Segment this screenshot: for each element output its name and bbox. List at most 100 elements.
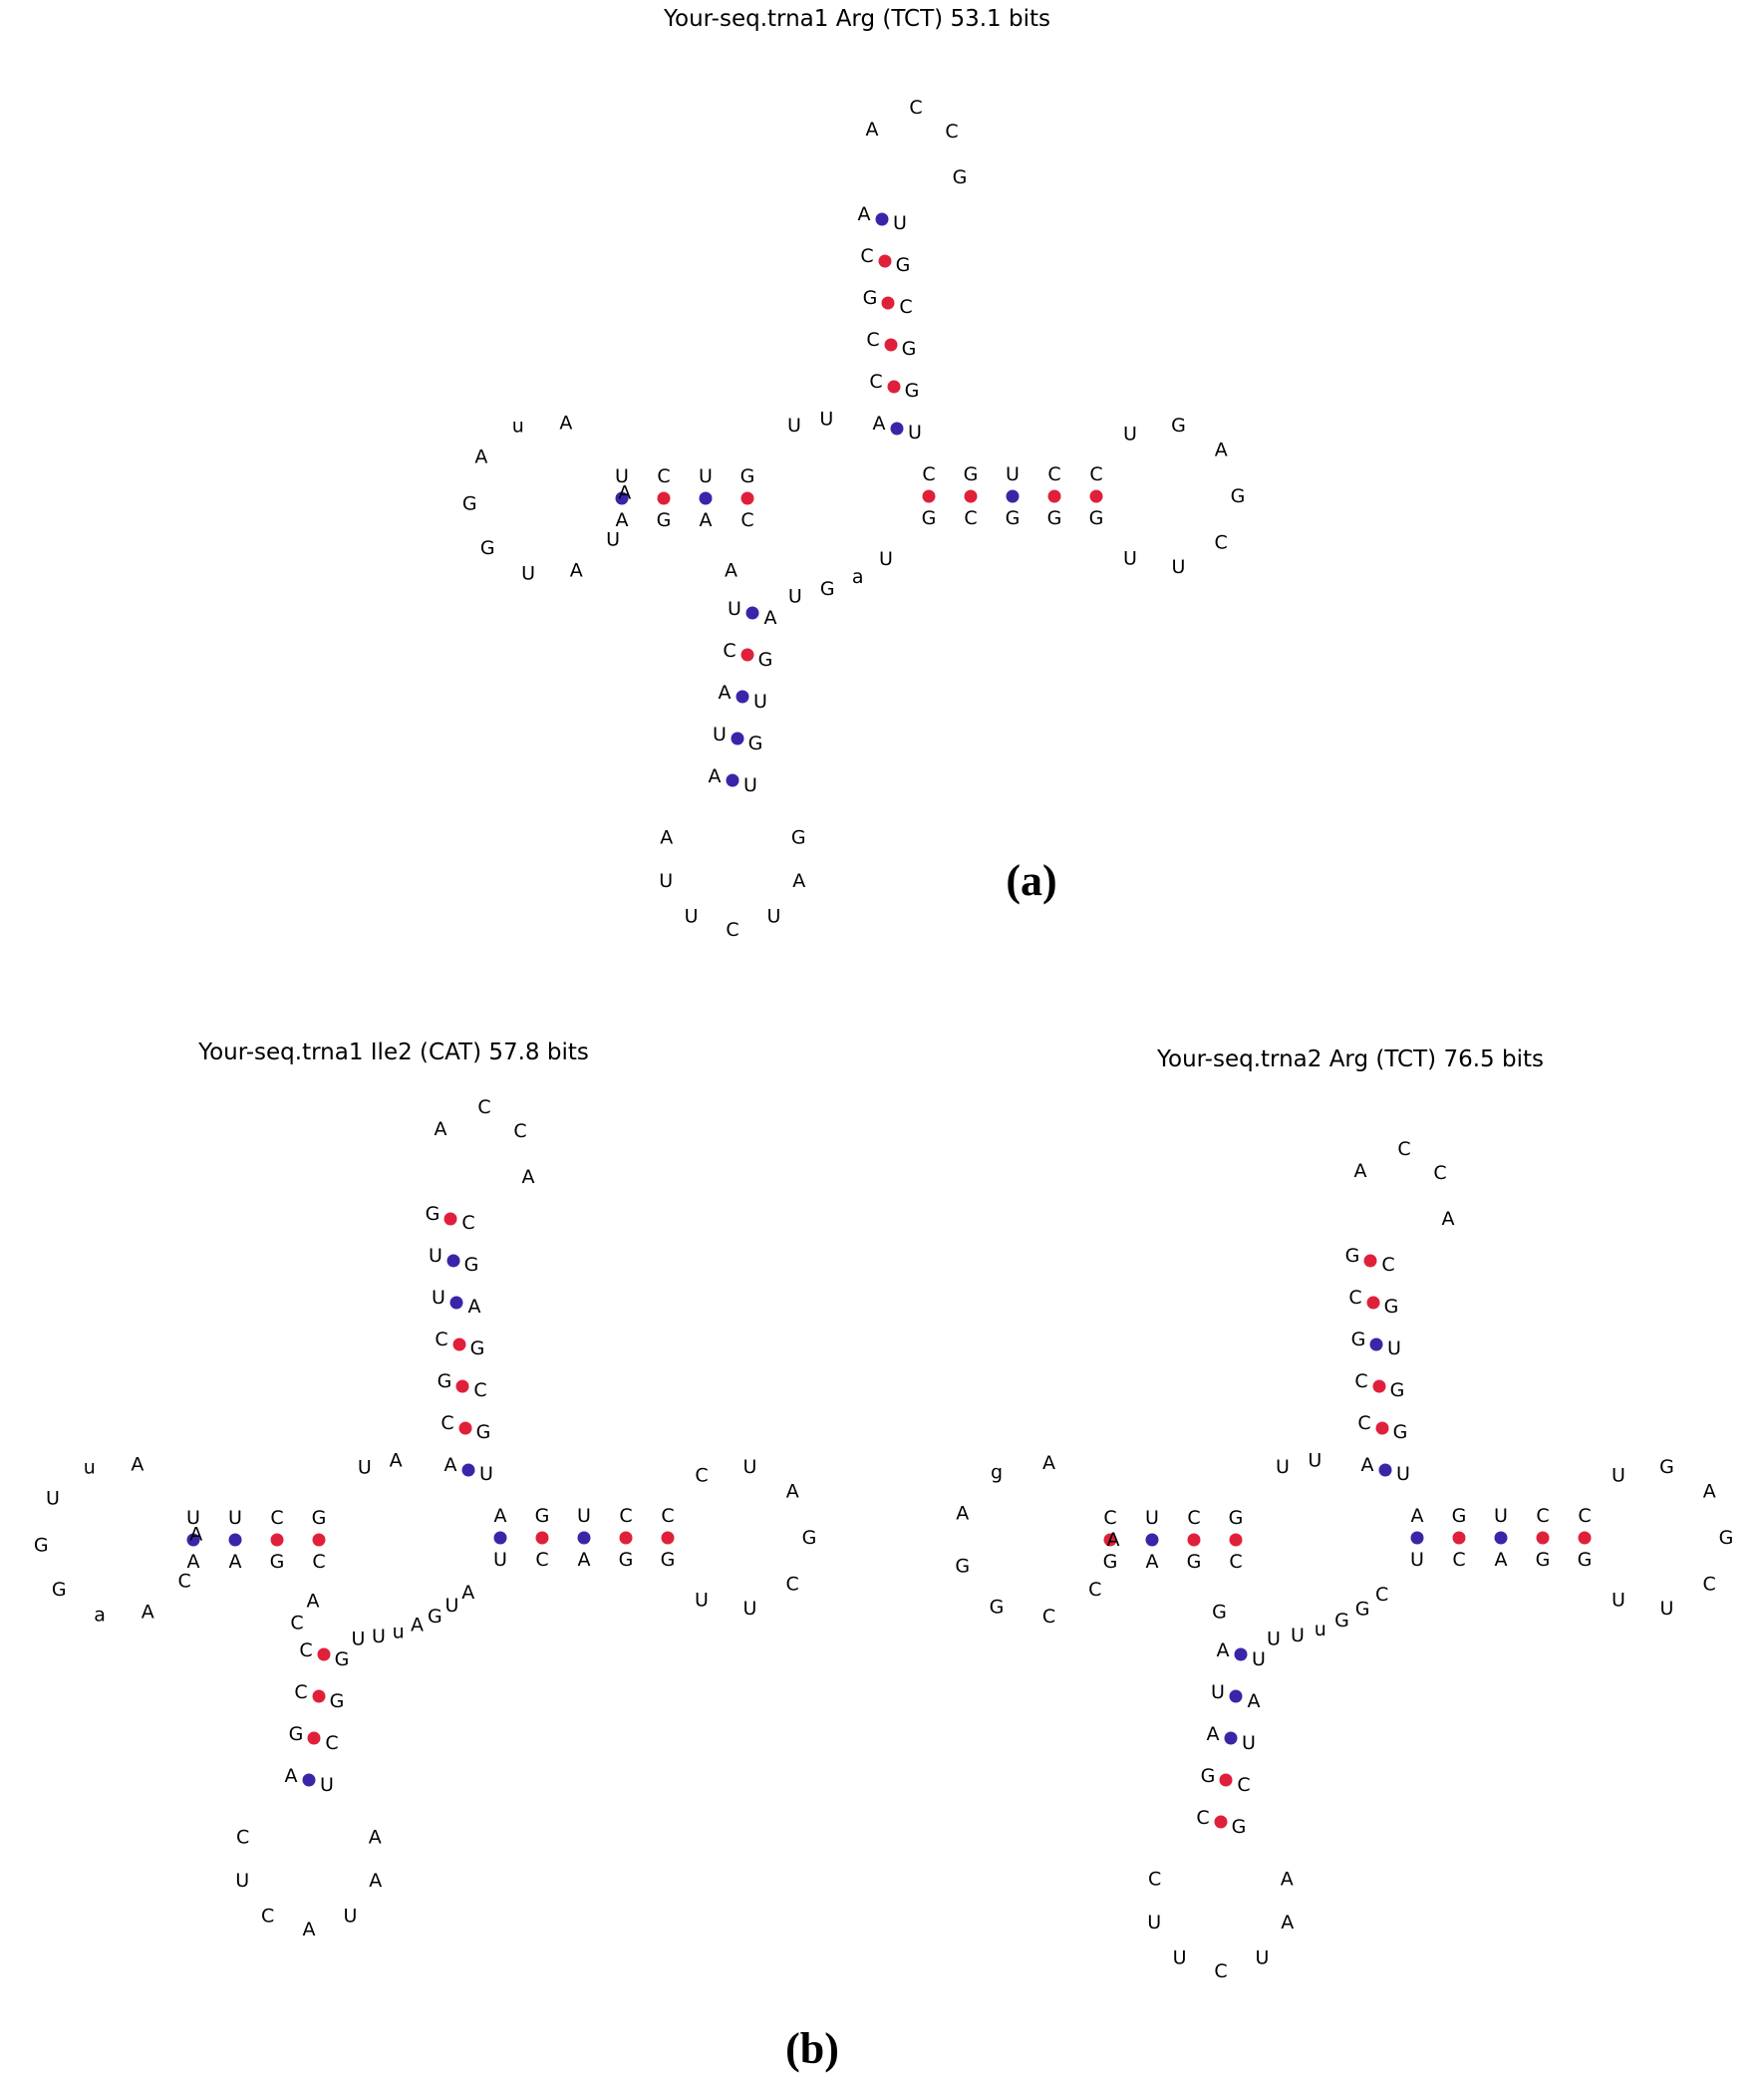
d-loop-base: U [606,528,620,550]
t-loop-base: G [1719,1527,1734,1549]
t-stem-base-bottom: G [1047,507,1062,529]
base-pair-dot [964,489,978,503]
d-loop-base: A [474,446,487,468]
t-stem-base-bottom: G [661,1549,676,1571]
anticodon-stem-base-3: A [1248,1690,1261,1712]
anticodon-stem-base-3: U [743,774,757,796]
anticodon-loop-base: A [792,870,805,892]
acceptor-tail-base: C [1397,1138,1410,1160]
base-pair-dot [458,1421,472,1435]
anticodon-stem-base-3: U [753,691,767,713]
anticodon-stem-base-5: A [719,682,732,704]
d-stem-base-top: C [657,465,670,487]
variable-loop-base: G [1334,1610,1349,1632]
variable-loop-base: U [1291,1625,1305,1646]
anticodon-loop-base: G [791,827,806,849]
acceptor-tail-base: C [945,121,958,143]
d-loop-base: G [480,537,495,559]
anticodon-stem-base-5: G [289,1723,304,1745]
panel-label: (a) [1006,856,1056,905]
base-pair-dot [731,732,744,745]
base-pair-dot [1187,1533,1201,1547]
panel-title: Your-seq.trna2 Arg (TCT) 76.5 bits [1156,1046,1544,1072]
base-pair-dot [493,1531,507,1545]
junction-base: U [1308,1450,1322,1472]
anticodon-stem-base-3: G [758,649,773,671]
base-pair-dot [1363,1254,1377,1268]
anticodon-loop-base: U [1173,1947,1187,1969]
d-stem-base-top: C [1187,1507,1200,1529]
t-stem-base-top: G [1452,1505,1467,1527]
base-pair-dot [1410,1531,1424,1545]
d-loop-base: C [1088,1579,1101,1601]
base-pair-dot [1229,1689,1243,1703]
base-pair-dot [302,1773,316,1787]
base-pair-dot [1234,1647,1248,1661]
anticodon-loop-base: U [685,906,699,928]
variable-loop-base: a [852,566,864,588]
d-stem-base-top: U [186,1507,200,1529]
d-loop-base: u [84,1457,96,1479]
acceptor-base-3: U [1387,1337,1401,1359]
base-pair-dot [1224,1731,1238,1745]
base-pair-dot [270,1533,284,1547]
anticodon-stem-base-5: A [1207,1723,1220,1745]
base-pair-dot [890,422,904,436]
acceptor-base-3: G [470,1337,485,1359]
acceptor-tail-base: C [1433,1162,1446,1184]
d-stem-base-top: G [1229,1507,1244,1529]
acceptor-base-3: C [461,1212,474,1234]
base-pair-dot [1369,1337,1383,1351]
t-loop-base: U [1660,1598,1674,1620]
base-pair-dot [1578,1531,1592,1545]
base-pair-dot [887,380,901,394]
d-stem-base-top: G [312,1507,327,1529]
anticodon-stem-base-3: U [1252,1648,1266,1670]
acceptor-base-5: G [1351,1329,1366,1350]
acceptor-base-3: C [1381,1254,1394,1276]
t-loop-base: U [695,1589,709,1611]
base-pair-dot [312,1533,326,1547]
t-stem-base-top: C [619,1505,632,1527]
t-stem-base-top: U [1494,1505,1508,1527]
base-pair-dot [307,1731,321,1745]
d-stem-base-top: U [1145,1507,1159,1529]
acceptor-base-5: C [1357,1412,1370,1434]
d-stem-base-top: C [1103,1507,1116,1529]
d-stem-base-bottom: C [1229,1551,1242,1573]
variable-loop-base: A [411,1615,424,1636]
d-loop-base: A [131,1453,144,1475]
junction-base: U [819,409,833,431]
acceptor-base-5: A [444,1454,457,1476]
d-loop-base: C [1042,1606,1055,1628]
base-pair-dot [657,491,671,505]
t-loop-base: G [1171,415,1186,437]
acceptor-base-5: C [441,1412,453,1434]
acceptor-base-3: G [905,380,920,402]
base-pair-dot [661,1531,675,1545]
base-pair-dot [1103,1533,1117,1547]
group-label-b: (b) [785,2024,839,2073]
base-pair-dot [615,491,629,505]
anticodon-stem-base-3: U [320,1774,334,1796]
d-loop-base: A [618,482,631,504]
d-loop-base: A [956,1502,969,1524]
base-pair-dot [1145,1533,1159,1547]
t-stem-base-top: C [1536,1505,1549,1527]
anticodon-stem-base-3: G [748,733,763,754]
anticodon-stem-base-3: G [1232,1816,1247,1838]
base-pair-dot [1536,1531,1550,1545]
t-stem-base-top: A [1411,1505,1424,1527]
base-pair-dot [228,1533,242,1547]
acceptor-base-3: G [1384,1296,1399,1318]
t-stem-base-bottom: A [578,1549,591,1571]
d-loop-base: G [955,1556,970,1578]
base-pair-dot [186,1533,200,1547]
variable-loop-base: U [879,548,893,570]
d-stem-base-top: U [615,465,629,487]
d-stem-base-top: U [699,465,713,487]
base-pair-dot [878,254,892,268]
t-loop-base: U [1123,424,1137,445]
acceptor-base-3: G [902,338,917,360]
